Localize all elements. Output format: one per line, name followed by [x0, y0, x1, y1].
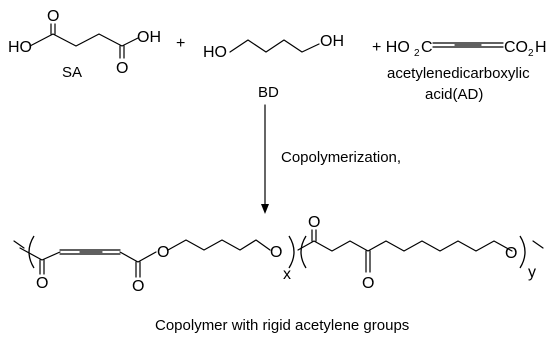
bd-ho: HO: [203, 44, 227, 61]
bd-label: BD: [258, 84, 279, 101]
chain-tail-left: [13, 240, 25, 249]
product-o-5: O: [308, 214, 320, 231]
arrow-head: [261, 204, 269, 214]
ad-co2h: CO: [504, 39, 528, 56]
sa-o-top: O: [47, 8, 59, 25]
bd-skeleton: [229, 39, 320, 53]
copolymer-structure: O O O O O O O x y: [13, 214, 544, 295]
paren-x-close: [288, 235, 295, 269]
unit-x-bonds-a: [19, 247, 61, 261]
subscript-y: y: [528, 264, 536, 281]
product-o-1: O: [36, 275, 48, 292]
sa-skeleton: [29, 33, 139, 47]
sa-label: SA: [62, 64, 82, 81]
sa-o-bottom: O: [116, 60, 128, 77]
sa-structure: O HO OH O SA: [8, 8, 161, 81]
product-o-6: O: [362, 275, 374, 292]
chain-tail-right: [532, 240, 544, 249]
ad-h: H: [535, 39, 547, 56]
unit-y-bonds: [297, 240, 513, 252]
product-caption: Copolymer with rigid acetylene groups: [155, 317, 409, 334]
bd-oh: OH: [320, 33, 344, 50]
ad-name-line2: acid(AD): [425, 86, 483, 103]
ad-subscript-2: 2: [414, 48, 420, 59]
reaction-condition: Copolymerization,: [281, 149, 401, 166]
sa-oh: OH: [137, 29, 161, 46]
subscript-x: x: [283, 266, 291, 283]
plus-sign: +: [176, 35, 185, 52]
ad-subscript-2b: 2: [528, 48, 534, 59]
unit-x-bonds-c: [167, 239, 271, 251]
paren-x-open: [28, 235, 35, 269]
reaction-arrow: [261, 104, 269, 214]
paren-y-open: [300, 235, 307, 269]
sa-ho: HO: [8, 39, 32, 56]
bd-structure: HO OH BD: [203, 33, 344, 101]
ad-structure: + HO 2 C CO 2 H acetylenedicarboxylic ac…: [372, 39, 547, 103]
paren-y-close: [519, 235, 526, 269]
ad-c-left: C: [421, 39, 433, 56]
product-o-7: O: [505, 245, 517, 262]
product-o-4: O: [270, 244, 282, 261]
ad-prefix: + HO: [372, 39, 410, 56]
product-o-2: O: [132, 278, 144, 295]
product-o-3: O: [157, 244, 169, 261]
ad-name-line1: acetylenedicarboxylic: [387, 65, 530, 82]
unit-x-bonds-b: [119, 251, 157, 263]
